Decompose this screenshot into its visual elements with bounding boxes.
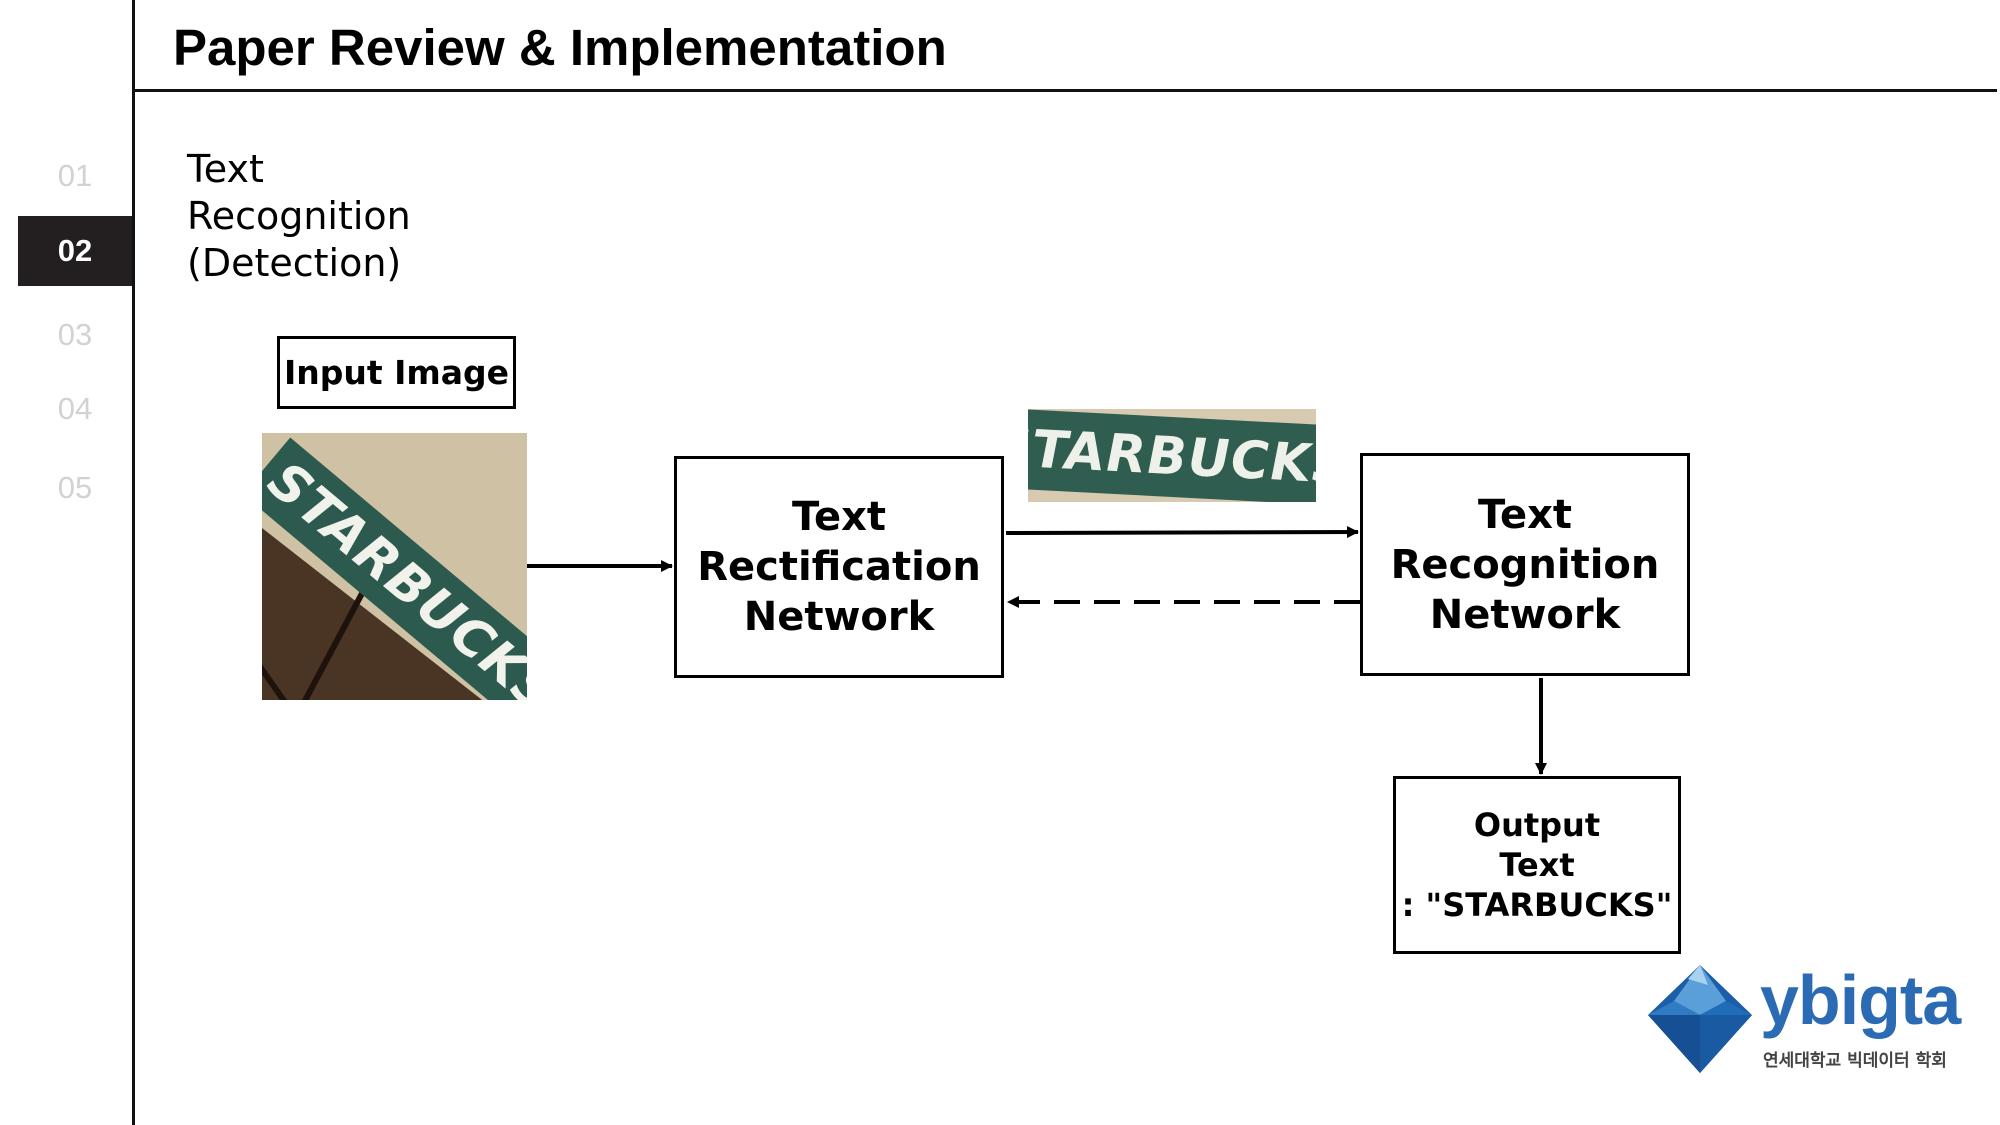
- nav-item-04[interactable]: 04: [57, 391, 93, 426]
- nav-item-02-active[interactable]: 02: [18, 216, 132, 286]
- input-image-label-text: Input Image: [283, 353, 510, 392]
- recognition-box-label: Text Recognition Network: [1390, 491, 1660, 638]
- output-text-box: Output Text : "STARBUCKS": [1393, 776, 1681, 954]
- output-box-label: Output Text : "STARBUCKS": [1401, 806, 1673, 924]
- header-divider: [132, 89, 1997, 92]
- text-recognition-network-box: Text Recognition Network: [1360, 453, 1690, 676]
- text-rectification-network-box: Text Rectification Network: [674, 456, 1004, 678]
- page-title: Paper Review & Implementation: [173, 19, 947, 76]
- input-photo: STARBUCKS: [262, 433, 527, 700]
- section-title: Text Recognition (Detection): [187, 147, 411, 285]
- ybigta-logo-wordmark: ybigta: [1760, 961, 1961, 1039]
- ybigta-logo-subtitle: 연세대학교 빅데이터 학회: [1763, 1051, 1947, 1071]
- arrow-rectification-to-recognition: [1005, 526, 1359, 539]
- input-image-label: Input Image: [277, 336, 516, 409]
- rectified-image: STARBUCKS: [1028, 409, 1316, 502]
- nav-item-05[interactable]: 05: [57, 470, 93, 505]
- ybigta-logo-icon: [1648, 965, 1752, 1073]
- left-rail-divider: [132, 0, 135, 1125]
- rectification-box-label: Text Rectification Network: [697, 494, 981, 640]
- nav-item-01[interactable]: 01: [57, 158, 93, 193]
- nav-item-03[interactable]: 03: [57, 317, 93, 352]
